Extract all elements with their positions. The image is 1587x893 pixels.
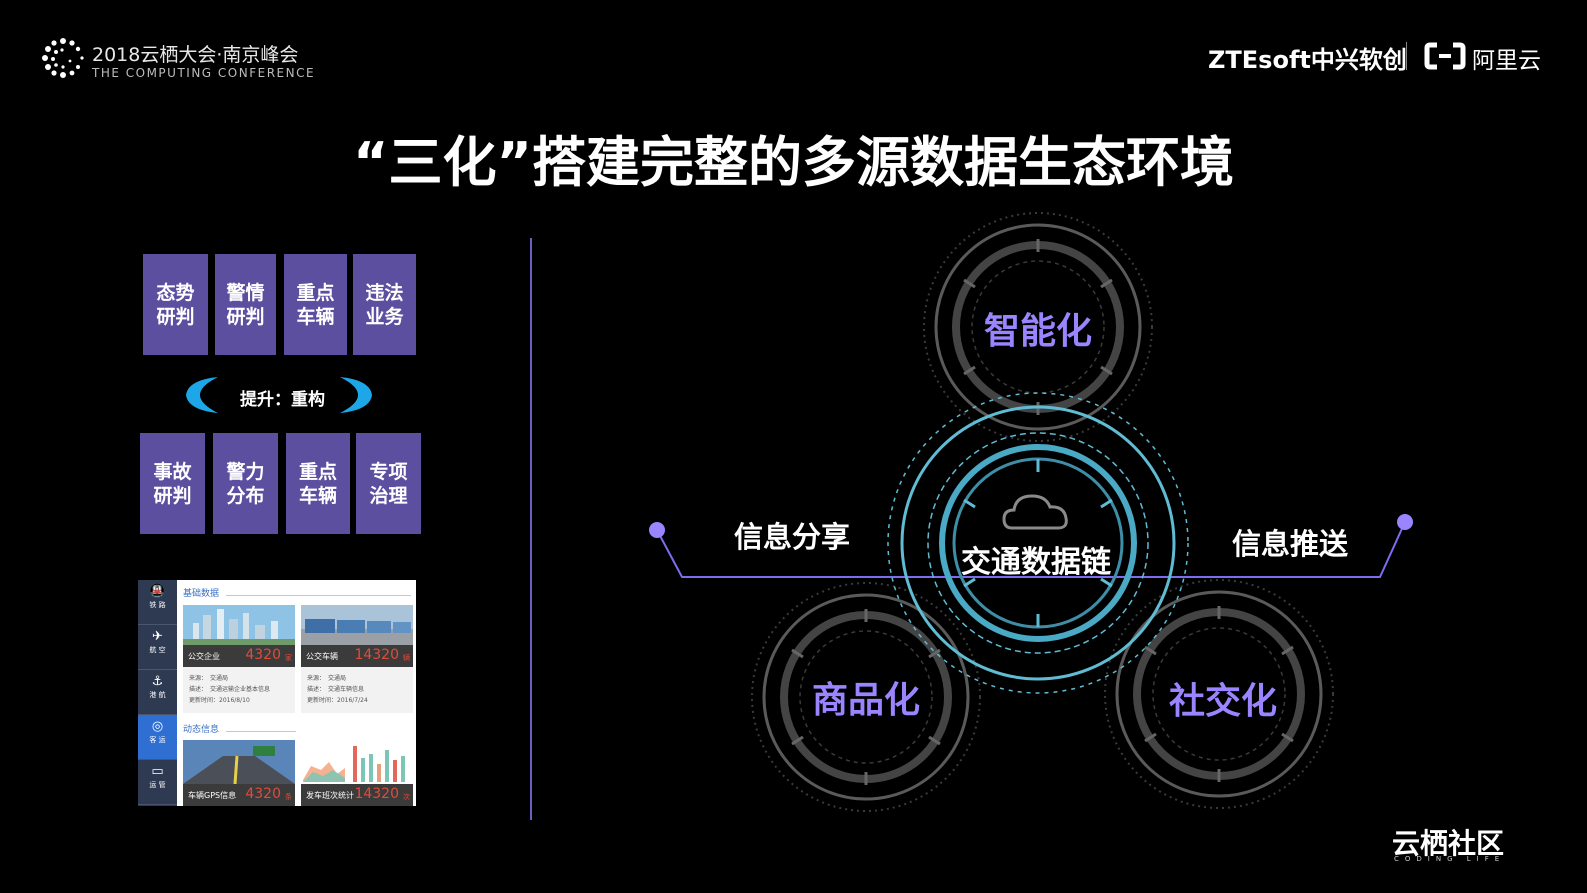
nav-railway[interactable]: 🚇铁 路	[138, 580, 177, 625]
tile-situation-analysis: 态势研判	[143, 254, 208, 355]
tile-violation-business: 违法业务	[353, 254, 416, 355]
mini-chart-photo	[301, 740, 413, 784]
ring-left	[751, 582, 981, 812]
aliyun-logo-text: 阿里云	[1472, 48, 1541, 74]
dashboard-preview: 🚇铁 路 ✈航 空 ⚓港 航 ◎客 运 ▭运 管 基础数据 公交企业 4320 …	[138, 580, 416, 806]
card-bus-vehicles[interactable]: 公交车辆 14320 辆 来源： 交通局 描述： 交通车辆信息 更新时间：201…	[301, 605, 413, 713]
conference-logo-icon	[42, 38, 84, 78]
conference-title: 2018云栖大会·南京峰会	[92, 44, 299, 66]
anchor-icon: ⚓	[151, 674, 164, 689]
section-divider-line	[530, 238, 532, 820]
monitor-icon: ▭	[151, 764, 164, 779]
info-connector-line	[656, 521, 1406, 578]
plane-icon: ✈	[152, 629, 163, 644]
nav-transport-mgmt[interactable]: ▭运 管	[138, 760, 177, 805]
tile-key-vehicles-2: 重点车辆	[286, 433, 350, 534]
stat-bar: 公交车辆 14320 辆	[301, 645, 413, 667]
label-info-push: 信息推送	[1232, 527, 1349, 561]
slide-title: “三化”搭建完整的多源数据生态环境	[353, 131, 1234, 194]
ring-right	[1104, 579, 1334, 809]
section-basic-data: 基础数据	[183, 589, 220, 599]
right-arrow-icon	[340, 377, 372, 413]
label-commercialized: 商品化	[811, 680, 920, 721]
metro-icon: 🚇	[149, 584, 166, 599]
nav-passenger[interactable]: ◎客 运	[138, 715, 177, 760]
card-bus-companies[interactable]: 公交企业 4320 家 来源： 交通局 描述： 交通运输企业基本信息 更新时间：…	[183, 605, 295, 713]
right-connector-dot	[1397, 514, 1413, 530]
conference-subtitle: THE COMPUTING CONFERENCE	[92, 66, 316, 80]
stat-bar: 车辆GPS信息 4320 条	[183, 784, 295, 806]
ring-top	[923, 212, 1153, 442]
tile-key-vehicles: 重点车辆	[284, 254, 347, 355]
stat-bar: 发车班次统计 14320 次	[301, 784, 413, 806]
bus-icon: ◎	[151, 719, 164, 734]
tile-accident-analysis: 事故研判	[140, 433, 205, 534]
label-intelligent: 智能化	[983, 311, 1092, 352]
label-info-share: 信息分享	[734, 520, 851, 554]
city-skyline-photo	[183, 605, 295, 645]
tile-police-distribution: 警力分布	[213, 433, 278, 534]
partner-divider	[1406, 42, 1407, 70]
ring-center	[887, 392, 1189, 694]
left-arrow-icon	[186, 377, 218, 413]
tile-special-governance: 专项治理	[356, 433, 421, 534]
nav-aviation[interactable]: ✈航 空	[138, 625, 177, 670]
nav-port[interactable]: ⚓港 航	[138, 670, 177, 715]
tile-alert-analysis: 警情研判	[215, 254, 276, 355]
dashboard-sidebar: 🚇铁 路 ✈航 空 ⚓港 航 ◎客 运 ▭运 管	[138, 580, 177, 806]
footer-brand: 云栖社区	[1392, 827, 1505, 860]
label-traffic-data-chain: 交通数据链	[961, 545, 1111, 580]
upgrade-label: 提升：重构	[240, 390, 325, 410]
highway-photo	[183, 740, 295, 784]
label-socialized: 社交化	[1168, 681, 1277, 722]
card-gps-info[interactable]: 车辆GPS信息 4320 条	[183, 740, 295, 806]
card-departure-stats[interactable]: 发车班次统计 14320 次	[301, 740, 413, 806]
section-divider	[226, 731, 296, 732]
cloud-icon	[1002, 494, 1068, 530]
section-dynamic-info: 动态信息	[183, 725, 220, 735]
zte-logo-text: ZTEsoft中兴软创	[1208, 46, 1407, 74]
aliyun-bracket-icon	[1424, 42, 1466, 70]
left-connector-dot	[649, 522, 665, 538]
section-divider	[226, 595, 411, 596]
footer-subtitle: CODING LIFE	[1394, 855, 1506, 863]
bus-fleet-photo	[301, 605, 413, 645]
stat-bar: 公交企业 4320 家	[183, 645, 295, 667]
